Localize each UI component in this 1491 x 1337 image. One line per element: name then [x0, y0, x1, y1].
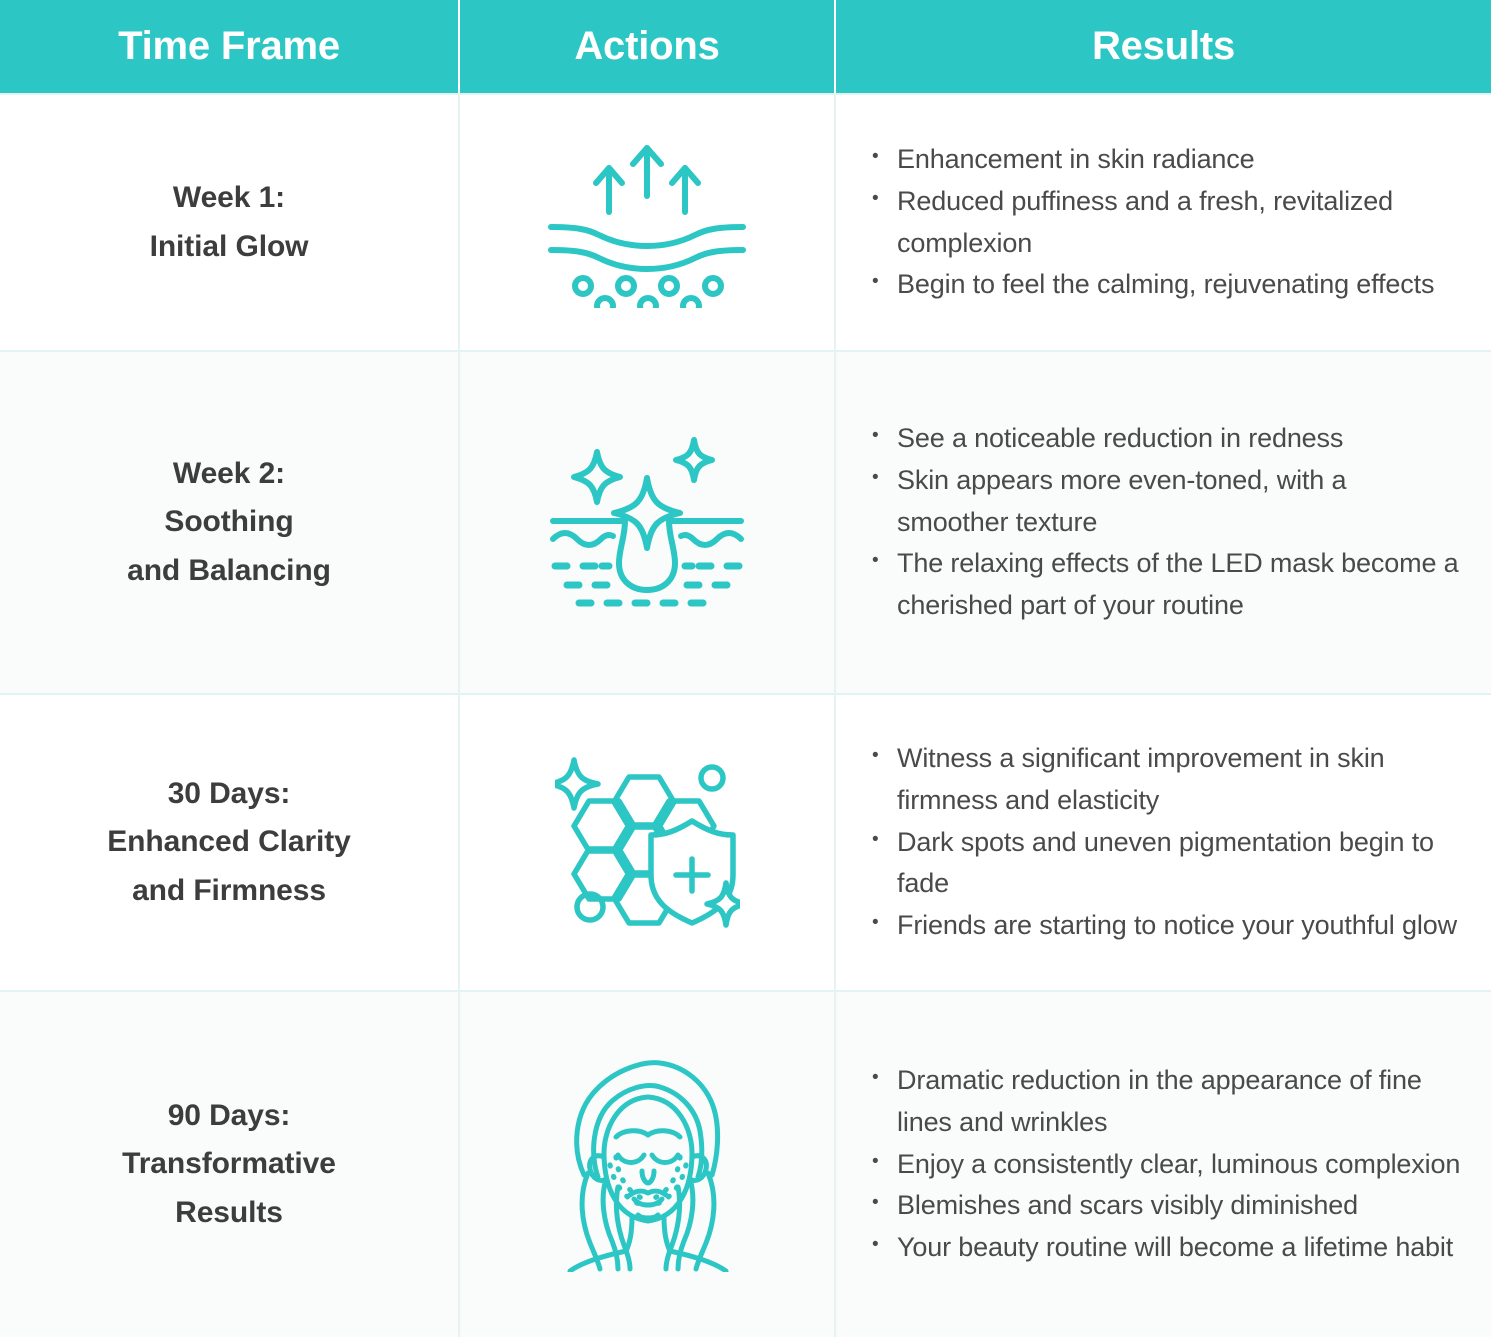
column-header-label: Actions	[574, 24, 720, 68]
pore-sparkle-icon	[550, 437, 744, 607]
table-row: 30 Days: Enhanced Clarity and Firmness	[0, 693, 1491, 990]
results-list: Dramatic reduction in the appearance of …	[870, 1059, 1465, 1269]
list-item: Reduced puffiness and a fresh, revitaliz…	[870, 180, 1465, 265]
list-item: Witness a significant improvement in ski…	[870, 737, 1465, 822]
results-cell: Dramatic reduction in the appearance of …	[834, 992, 1491, 1337]
time-frame-label: Week 1: Initial Glow	[149, 180, 309, 263]
list-item: Blemishes and scars visibly diminished	[870, 1184, 1465, 1227]
results-list: Enhancement in skin radiance Reduced puf…	[870, 138, 1465, 306]
list-item: Begin to feel the calming, rejuvenating …	[870, 263, 1465, 306]
time-frame-label: 90 Days: Transformative Results	[122, 1098, 336, 1229]
list-item: Skin appears more even-toned, with a smo…	[870, 459, 1465, 544]
column-header-time-frame: Time Frame	[0, 0, 458, 93]
list-item: See a noticeable reduction in redness	[870, 417, 1465, 460]
list-item: Dark spots and uneven pigmentation begin…	[870, 821, 1465, 906]
time-frame-label: 30 Days: Enhanced Clarity and Firmness	[107, 776, 351, 907]
table-row: Week 1: Initial Glow	[0, 93, 1491, 350]
honeycomb-shield-icon	[554, 757, 740, 928]
list-item: Your beauty routine will become a lifeti…	[870, 1226, 1465, 1269]
time-frame-label: Week 2: Soothing and Balancing	[127, 456, 331, 587]
column-header-actions: Actions	[458, 0, 834, 93]
results-list: Witness a significant improvement in ski…	[870, 737, 1465, 947]
actions-cell	[458, 95, 834, 350]
table-row: 90 Days: Transformative Results	[0, 990, 1491, 1337]
time-frame-cell: 90 Days: Transformative Results	[0, 992, 458, 1337]
list-item: The relaxing effects of the LED mask bec…	[870, 542, 1465, 627]
skin-absorption-arrows-icon	[548, 144, 746, 308]
time-frame-cell: Week 2: Soothing and Balancing	[0, 352, 458, 693]
table-row: Week 2: Soothing and Balancing	[0, 350, 1491, 693]
table-header-row: Time Frame Actions Results	[0, 0, 1491, 93]
actions-cell	[458, 352, 834, 693]
results-list: See a noticeable reduction in redness Sk…	[870, 417, 1465, 627]
time-frame-cell: Week 1: Initial Glow	[0, 95, 458, 350]
results-cell: Witness a significant improvement in ski…	[834, 695, 1491, 990]
column-header-results: Results	[834, 0, 1491, 93]
results-cell: See a noticeable reduction in redness Sk…	[834, 352, 1491, 693]
list-item: Friends are starting to notice your yout…	[870, 904, 1465, 947]
actions-cell	[458, 992, 834, 1337]
results-cell: Enhancement in skin radiance Reduced puf…	[834, 95, 1491, 350]
actions-cell	[458, 695, 834, 990]
woman-face-icon	[567, 1060, 728, 1272]
list-item: Enhancement in skin radiance	[870, 138, 1465, 181]
list-item: Enjoy a consistently clear, luminous com…	[870, 1143, 1465, 1186]
column-header-label: Results	[1091, 24, 1236, 68]
time-frame-cell: 30 Days: Enhanced Clarity and Firmness	[0, 695, 458, 990]
list-item: Dramatic reduction in the appearance of …	[870, 1059, 1465, 1144]
column-header-label: Time Frame	[118, 24, 340, 68]
